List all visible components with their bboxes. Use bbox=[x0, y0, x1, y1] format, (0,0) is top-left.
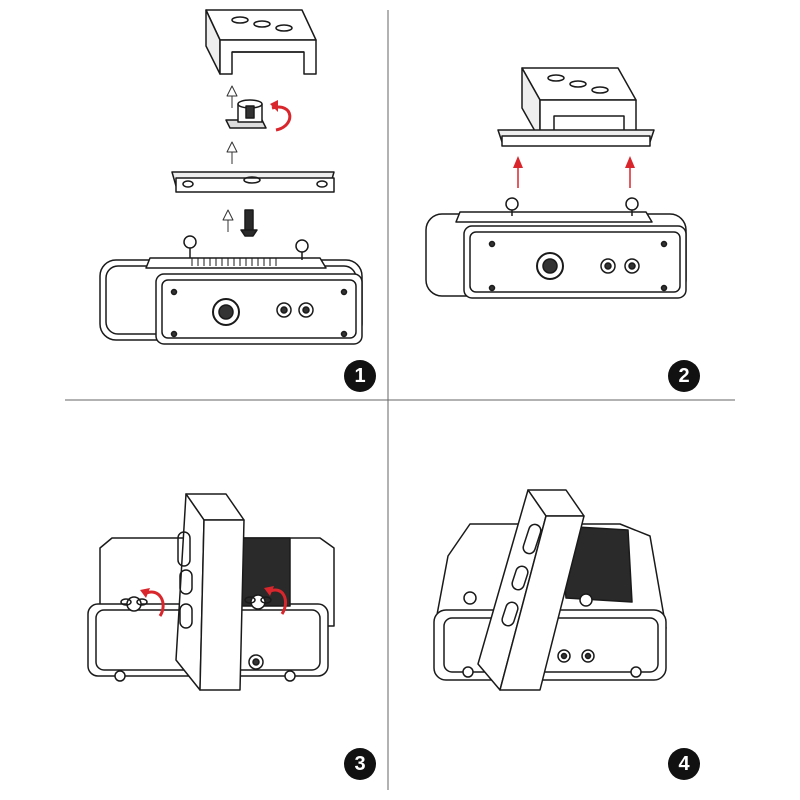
step-badge-3: 3 bbox=[344, 748, 376, 780]
red-rotation-arrow-icon bbox=[140, 588, 165, 617]
strut-channel bbox=[521, 67, 637, 141]
panel-3 bbox=[87, 493, 335, 691]
wing-nut bbox=[579, 593, 593, 607]
strut-channel bbox=[175, 493, 245, 691]
step-badge-4: 4 bbox=[668, 748, 700, 780]
step-badge-2: 2 bbox=[668, 360, 700, 392]
spring-nut bbox=[225, 99, 267, 129]
eyebolt-icon bbox=[505, 197, 519, 216]
up-arrow-icon bbox=[222, 209, 234, 232]
panel-4 bbox=[433, 489, 667, 691]
mounting-plate bbox=[171, 171, 335, 193]
light-fixture bbox=[425, 197, 687, 299]
step-badge-1: 1 bbox=[344, 360, 376, 392]
up-arrow-icon bbox=[513, 156, 523, 188]
wing-nut bbox=[463, 591, 477, 605]
panel-2 bbox=[425, 67, 687, 299]
bolt-icon bbox=[240, 209, 258, 237]
mounting-plate bbox=[497, 129, 655, 147]
eyebolt-icon bbox=[625, 197, 639, 216]
up-arrow-icon bbox=[625, 156, 635, 188]
wing-nut bbox=[244, 594, 272, 610]
eyebolt-icon bbox=[183, 235, 197, 258]
up-arrow-icon bbox=[226, 85, 238, 108]
strut-channel bbox=[477, 489, 585, 691]
up-arrow-icon bbox=[226, 141, 238, 164]
strut-channel bbox=[205, 9, 317, 75]
light-fixture bbox=[99, 235, 363, 345]
eyebolt-icon bbox=[295, 239, 309, 260]
panel-1 bbox=[99, 9, 363, 345]
red-rotation-arrow-icon bbox=[264, 586, 287, 615]
red-rotation-arrow-icon bbox=[270, 100, 292, 132]
heatsink-fins bbox=[191, 258, 277, 266]
wing-nut bbox=[120, 596, 148, 612]
